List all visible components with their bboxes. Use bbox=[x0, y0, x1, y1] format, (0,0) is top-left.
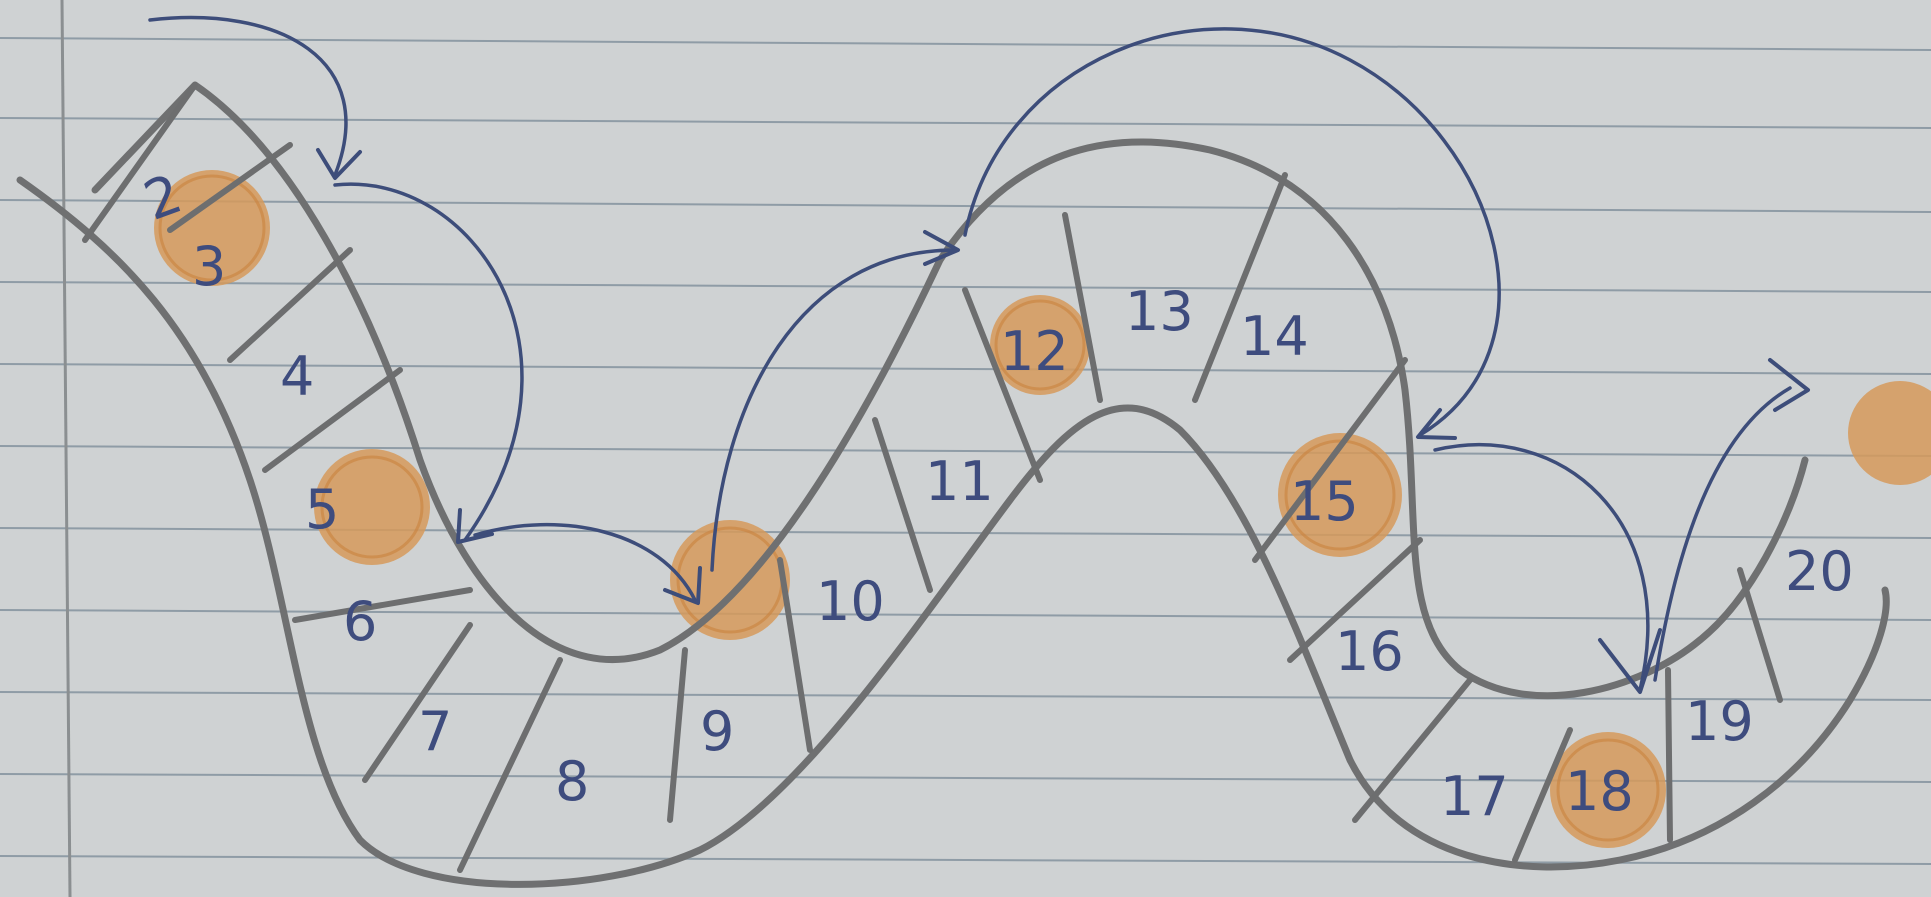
jump-arrow-3-6 bbox=[333, 182, 524, 542]
cell-label-8: 8 bbox=[555, 750, 589, 813]
cell-label-14: 14 bbox=[1240, 305, 1309, 368]
cell-label-19: 19 bbox=[1685, 690, 1754, 753]
cell-label-11: 11 bbox=[925, 450, 994, 513]
cell-label-12: 12 bbox=[1000, 320, 1069, 383]
jump-arrows bbox=[148, 15, 1810, 694]
jump-arrow-9-12 bbox=[710, 248, 957, 572]
cell-label-7: 7 bbox=[418, 700, 452, 763]
cell-label-20: 20 bbox=[1785, 540, 1854, 603]
cell-label-5: 5 bbox=[305, 478, 339, 541]
cell-label-9: 9 bbox=[700, 700, 734, 763]
cell-label-6: 6 bbox=[343, 590, 377, 653]
jump-arrow-18-21 bbox=[1653, 386, 1792, 682]
cell-label-15: 15 bbox=[1290, 470, 1359, 533]
cell-label-17: 17 bbox=[1440, 765, 1509, 828]
jump-arrow-15-18 bbox=[1433, 443, 1650, 692]
marked-cell-stains bbox=[154, 170, 1931, 848]
cell-label-18: 18 bbox=[1565, 760, 1634, 823]
jump-arrow-12-15 bbox=[963, 27, 1501, 437]
cell-label-10: 10 bbox=[816, 570, 885, 633]
cell-label-16: 16 bbox=[1335, 620, 1404, 683]
cell-dividers bbox=[82, 82, 1783, 873]
cell-numbers: 2 3 4 5 6 7 8 9 10 11 12 13 14 15 16 17 … bbox=[136, 162, 1854, 828]
jump-arrow-start-3 bbox=[148, 15, 348, 177]
cell-label-13: 13 bbox=[1125, 280, 1194, 343]
jump-arrow-6-9 bbox=[473, 522, 697, 602]
cell-label-3: 3 bbox=[192, 235, 226, 298]
cell-label-4: 4 bbox=[280, 345, 314, 408]
snake-path bbox=[16, 81, 1890, 888]
